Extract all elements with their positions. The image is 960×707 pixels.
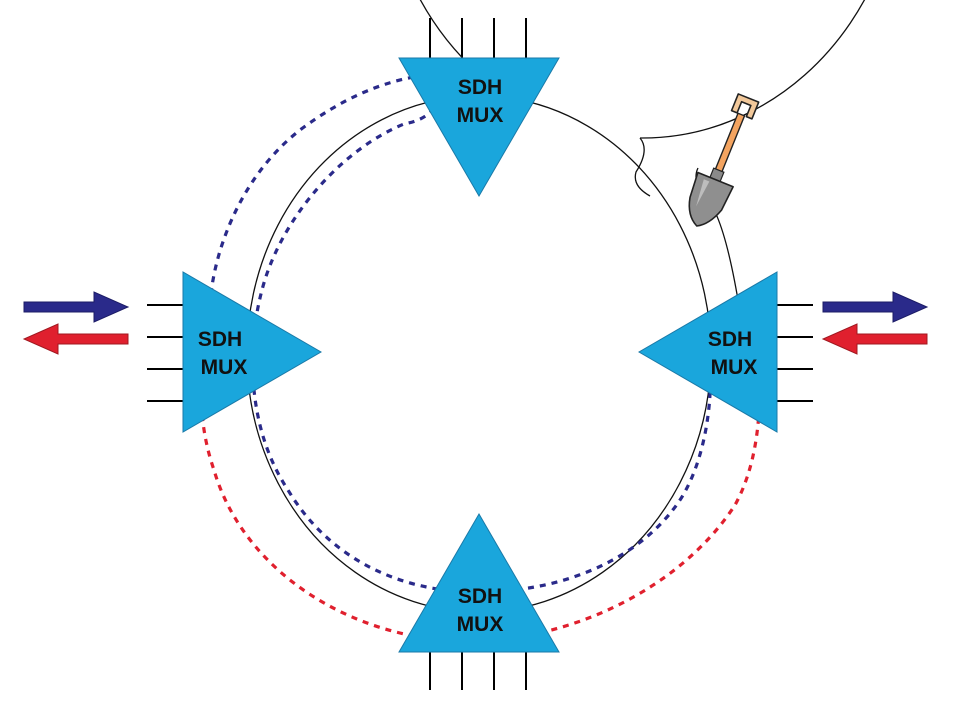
mux-label-line2: MUX bbox=[711, 356, 758, 379]
mux-label-line1: SDH bbox=[198, 328, 242, 351]
mux-label-line1: SDH bbox=[458, 585, 502, 608]
outer-fibre-left bbox=[419, 0, 866, 139]
mux-node-top[interactable]: SDH MUX bbox=[398, 57, 560, 197]
arrow-left-outgoing bbox=[23, 291, 130, 323]
mux-label-line1: SDH bbox=[458, 76, 502, 99]
mux-node-bottom[interactable]: SDH MUX bbox=[398, 513, 560, 653]
mux-label-line2: MUX bbox=[457, 613, 504, 636]
mux-label-line2: MUX bbox=[201, 356, 248, 379]
shovel-icon bbox=[688, 93, 760, 227]
arrow-right-incoming bbox=[821, 323, 928, 355]
mux-label-line2: MUX bbox=[457, 104, 504, 127]
tributary-lines bbox=[147, 18, 813, 690]
ring-fibres bbox=[246, 0, 866, 613]
arrow-left-incoming bbox=[22, 323, 129, 355]
mux-label-line1: SDH bbox=[708, 328, 752, 351]
arrow-right-outgoing bbox=[822, 291, 929, 323]
mux-node-left[interactable]: SDH MUX bbox=[182, 271, 322, 433]
mux-node-right[interactable]: SDH MUX bbox=[638, 271, 778, 433]
